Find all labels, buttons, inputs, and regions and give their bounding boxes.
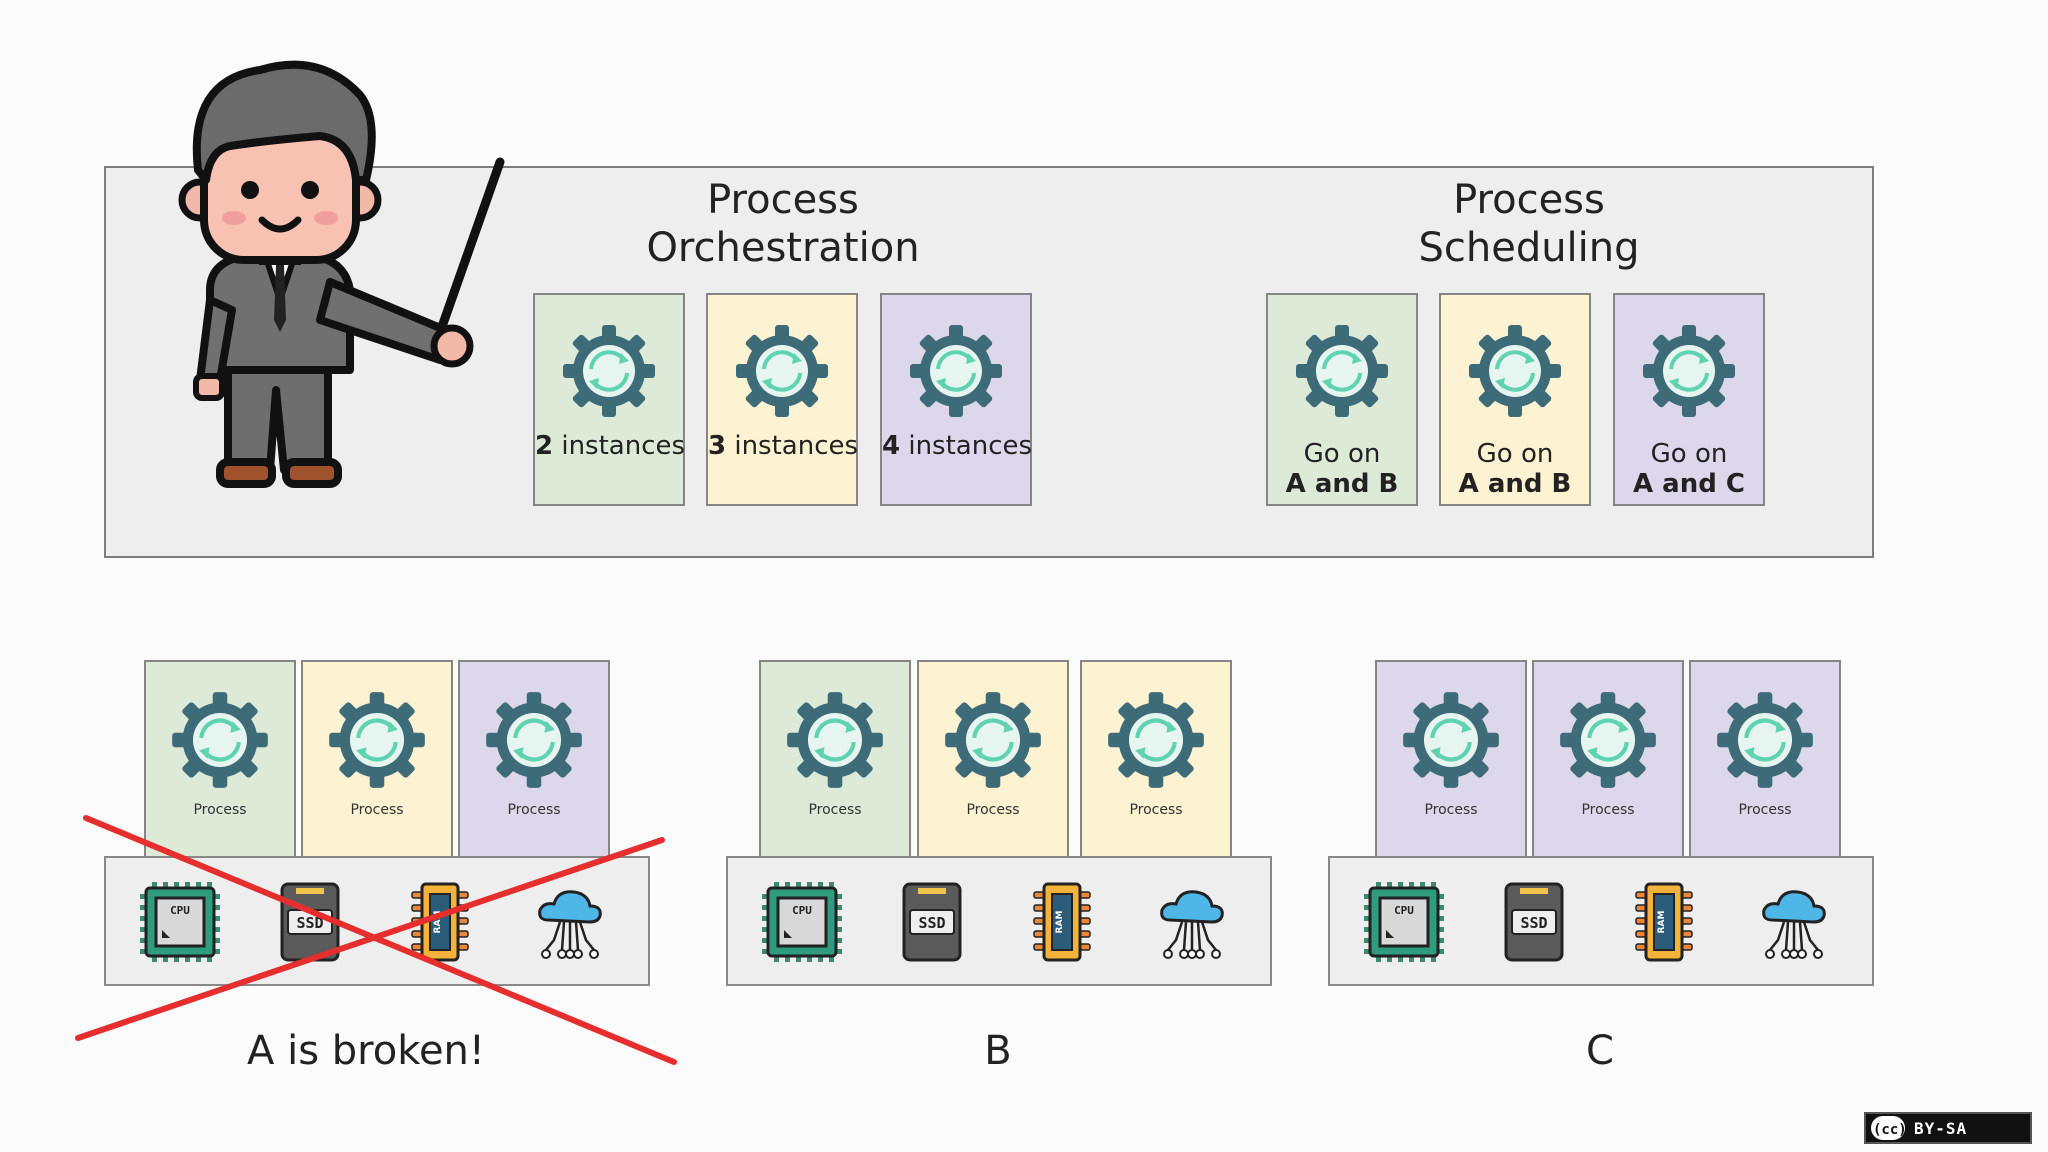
presenter-illustration: [178, 60, 505, 488]
process-card: Process: [1689, 660, 1841, 860]
process-gear-icon: [482, 688, 586, 796]
process-label: Process: [193, 802, 247, 818]
process-label: Process: [966, 802, 1020, 818]
process-gear-icon: [1465, 321, 1565, 425]
broken-cross-icon: [75, 815, 677, 1065]
cc-by-sa-badge: (cc) BY-SA: [1864, 1112, 2032, 1144]
process-label: Process: [1738, 802, 1792, 818]
process-gear-icon: [1556, 688, 1660, 796]
license-text: BY-SA: [1914, 1119, 1968, 1138]
process-card: Process: [144, 660, 296, 860]
svg-text:SSD: SSD: [918, 914, 945, 932]
svg-text:CPU: CPU: [1394, 904, 1414, 917]
process-gear-icon: [1713, 688, 1817, 796]
process-label: Process: [1581, 802, 1635, 818]
process-gear-icon: [732, 321, 832, 425]
process-card: Process: [1375, 660, 1527, 860]
process-card: Process: [458, 660, 610, 860]
process-card: Process: [1532, 660, 1684, 860]
orchestration-card: 3 instances: [706, 293, 858, 506]
process-card: Process: [759, 660, 911, 860]
cpu-icon: CPU: [1362, 880, 1446, 964]
process-gear-icon: [168, 688, 272, 796]
instances-label: 2 instances: [535, 431, 686, 461]
machine-c-label: C: [1586, 1028, 1614, 1074]
ssd-icon: SSD: [1492, 880, 1576, 964]
ram-icon: RAM: [1020, 880, 1104, 964]
process-gear-icon: [1104, 688, 1208, 796]
cpu-icon: CPU: [138, 880, 222, 964]
process-gear-icon: [325, 688, 429, 796]
svg-text:SSD: SSD: [1520, 914, 1547, 932]
svg-text:RAM: RAM: [1055, 911, 1065, 934]
process-gear-icon: [559, 321, 659, 425]
machine-a-label: A is broken!: [247, 1028, 485, 1074]
process-card: Process: [1080, 660, 1232, 860]
process-label: Process: [350, 802, 404, 818]
process-gear-icon: [906, 321, 1006, 425]
process-label: Process: [1424, 802, 1478, 818]
ram-icon: RAM: [398, 880, 482, 964]
orchestration-title: Process Orchestration: [646, 177, 920, 271]
instances-label: 3 instances: [708, 431, 859, 461]
cloud-network-icon: [1150, 880, 1234, 964]
svg-text:SSD: SSD: [296, 914, 323, 932]
process-label: Process: [808, 802, 862, 818]
cloud-network-icon: [528, 880, 612, 964]
process-label: Process: [507, 802, 561, 818]
orchestration-card: 2 instances: [533, 293, 685, 506]
ram-icon: RAM: [1622, 880, 1706, 964]
process-card: Process: [301, 660, 453, 860]
cpu-icon: CPU: [760, 880, 844, 964]
process-gear-icon: [783, 688, 887, 796]
scheduling-title: Process Scheduling: [1418, 177, 1640, 271]
process-gear-icon: [1292, 321, 1392, 425]
process-card: Process: [917, 660, 1069, 860]
svg-text:CPU: CPU: [170, 904, 190, 917]
cloud-network-icon: [1752, 880, 1836, 964]
process-label: Process: [1129, 802, 1183, 818]
svg-text:RAM: RAM: [1657, 911, 1667, 934]
cc-icon: (cc): [1871, 1116, 1907, 1140]
machine-c: CPU SSD RAM: [1328, 856, 1874, 986]
svg-text:RAM: RAM: [433, 911, 443, 934]
ssd-icon: SSD: [890, 880, 974, 964]
svg-text:CPU: CPU: [792, 904, 812, 917]
process-gear-icon: [941, 688, 1045, 796]
machine-b: CPU SSD RAM: [726, 856, 1272, 986]
instances-label: 4 instances: [882, 431, 1033, 461]
orchestration-card: 4 instances: [880, 293, 1032, 506]
process-gear-icon: [1399, 688, 1503, 796]
process-gear-icon: [1639, 321, 1739, 425]
machine-b-label: B: [984, 1028, 1012, 1074]
